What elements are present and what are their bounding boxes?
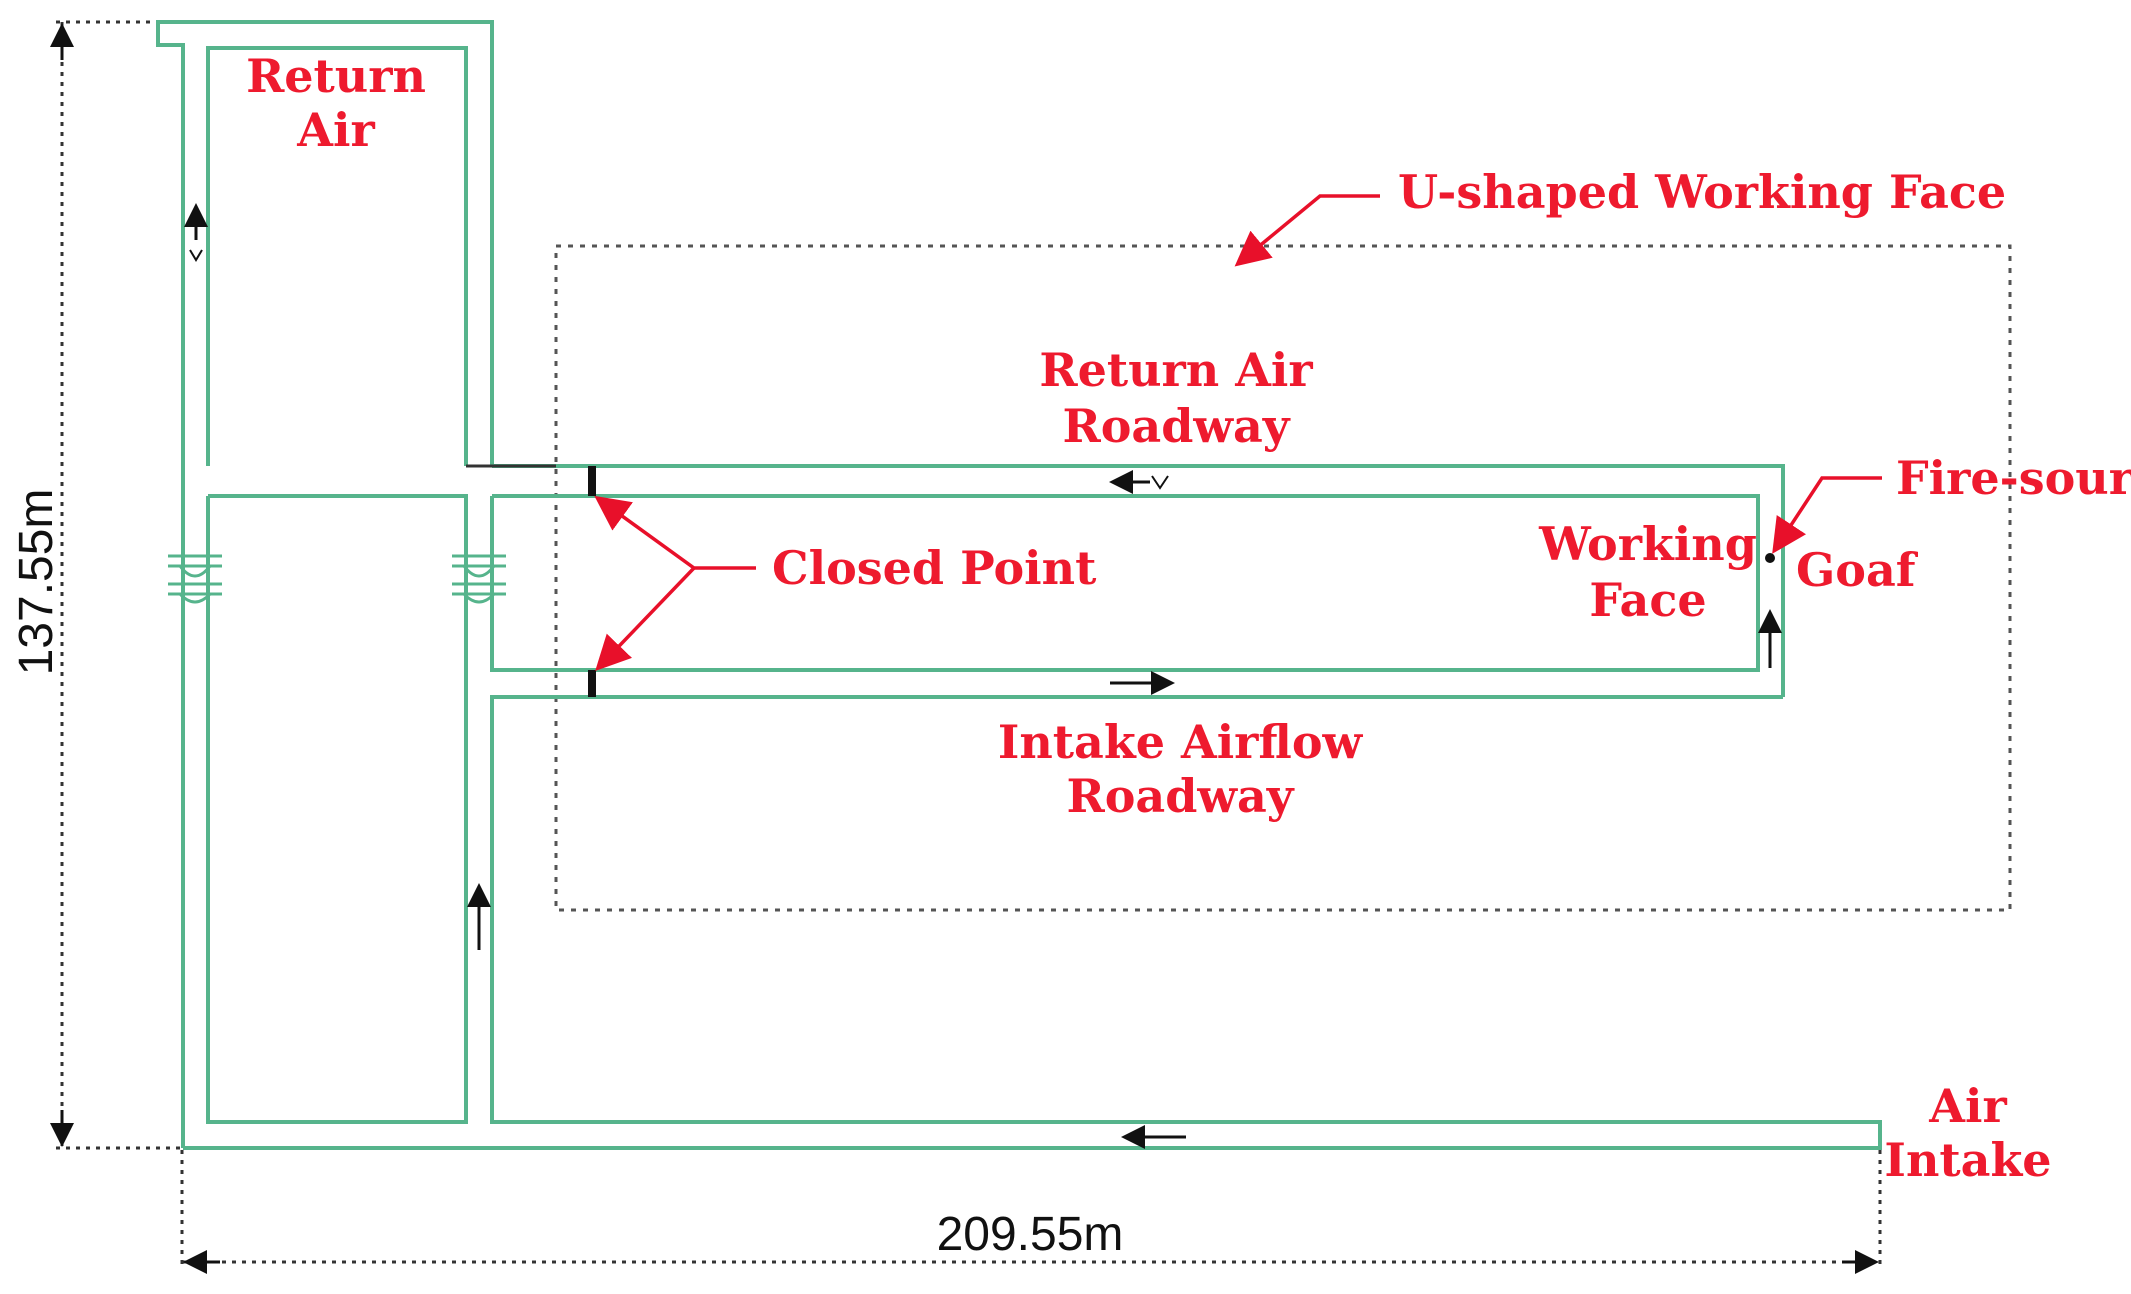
label-air-intake-line1: Air [1928, 1079, 2007, 1133]
fire-source-dot [1765, 553, 1775, 563]
label-closed-point: Closed Point [772, 541, 1097, 595]
closed-point-top-marker [588, 466, 596, 496]
closed-point-bottom-marker [588, 670, 596, 697]
dimension-height [50, 20, 180, 1150]
pointer-closed-point [594, 495, 756, 672]
airflow-arrows [184, 203, 1782, 1149]
tunnel-network [156, 20, 1882, 1150]
dimension-width-label: 209.55m [937, 1208, 1124, 1261]
pointer-u-shaped [1234, 194, 1380, 267]
dimension-height-label: 137.55m [10, 489, 63, 676]
left-door-icon [168, 554, 222, 604]
label-return-air-roadway-line2: Roadway [1062, 399, 1290, 453]
label-return-air-line1: Return [246, 49, 426, 103]
label-working-face-line1: Working [1538, 517, 1757, 571]
label-air-intake-line2: Intake [1884, 1133, 2051, 1187]
label-intake-airflow-roadway-line2: Roadway [1066, 769, 1294, 823]
pointer-fire-source [1772, 476, 1882, 554]
label-return-air-line2: Air [296, 103, 375, 157]
label-working-face-line2: Face [1589, 573, 1706, 627]
label-intake-airflow-roadway-line1: Intake Airflow [998, 715, 1364, 769]
label-u-shaped-working-face: U-shaped Working Face [1398, 165, 2006, 219]
middle-door-icon [452, 554, 506, 604]
working-face-boundary [554, 244, 2012, 912]
label-return-air-roadway-line1: Return Air [1039, 343, 1313, 397]
label-fire-source: Fire-source [1896, 451, 2131, 505]
label-goaf: Goaf [1796, 543, 1919, 597]
dimension-width [180, 1150, 1882, 1274]
